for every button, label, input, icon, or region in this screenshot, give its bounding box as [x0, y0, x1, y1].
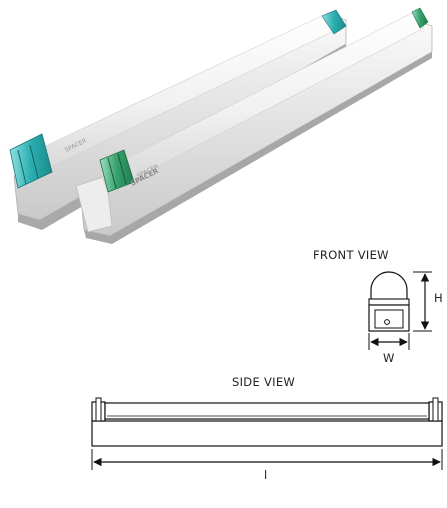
front-view-socket [374, 309, 404, 329]
width-label: W [383, 351, 395, 365]
front-view-tube-outline [370, 271, 408, 318]
height-label: H [434, 291, 443, 305]
front-view-title: FRONT VIEW [313, 248, 389, 262]
back-fixture-end-cap-teal [9, 133, 53, 189]
length-label: l [264, 468, 268, 482]
side-view-right-pin [432, 397, 439, 422]
side-view-tube [104, 402, 430, 420]
front-view-lamp-holder [368, 298, 410, 306]
back-fixture: SPACER [9, 9, 347, 230]
side-view: SIDE VIEW l [91, 375, 443, 482]
side-view-base [91, 420, 443, 447]
front-fixture-end-cap-green [99, 149, 135, 193]
front-fixture: SPACER SPACER [75, 7, 433, 244]
front-view-body [368, 304, 410, 332]
side-view-left-pin [95, 397, 102, 422]
front-view: FRONT VIEW H W [313, 248, 443, 365]
side-view-title: SIDE VIEW [232, 375, 295, 389]
front-view-screw-icon [384, 319, 390, 325]
product-photo: SPACER SPACER SPACER [9, 7, 433, 244]
